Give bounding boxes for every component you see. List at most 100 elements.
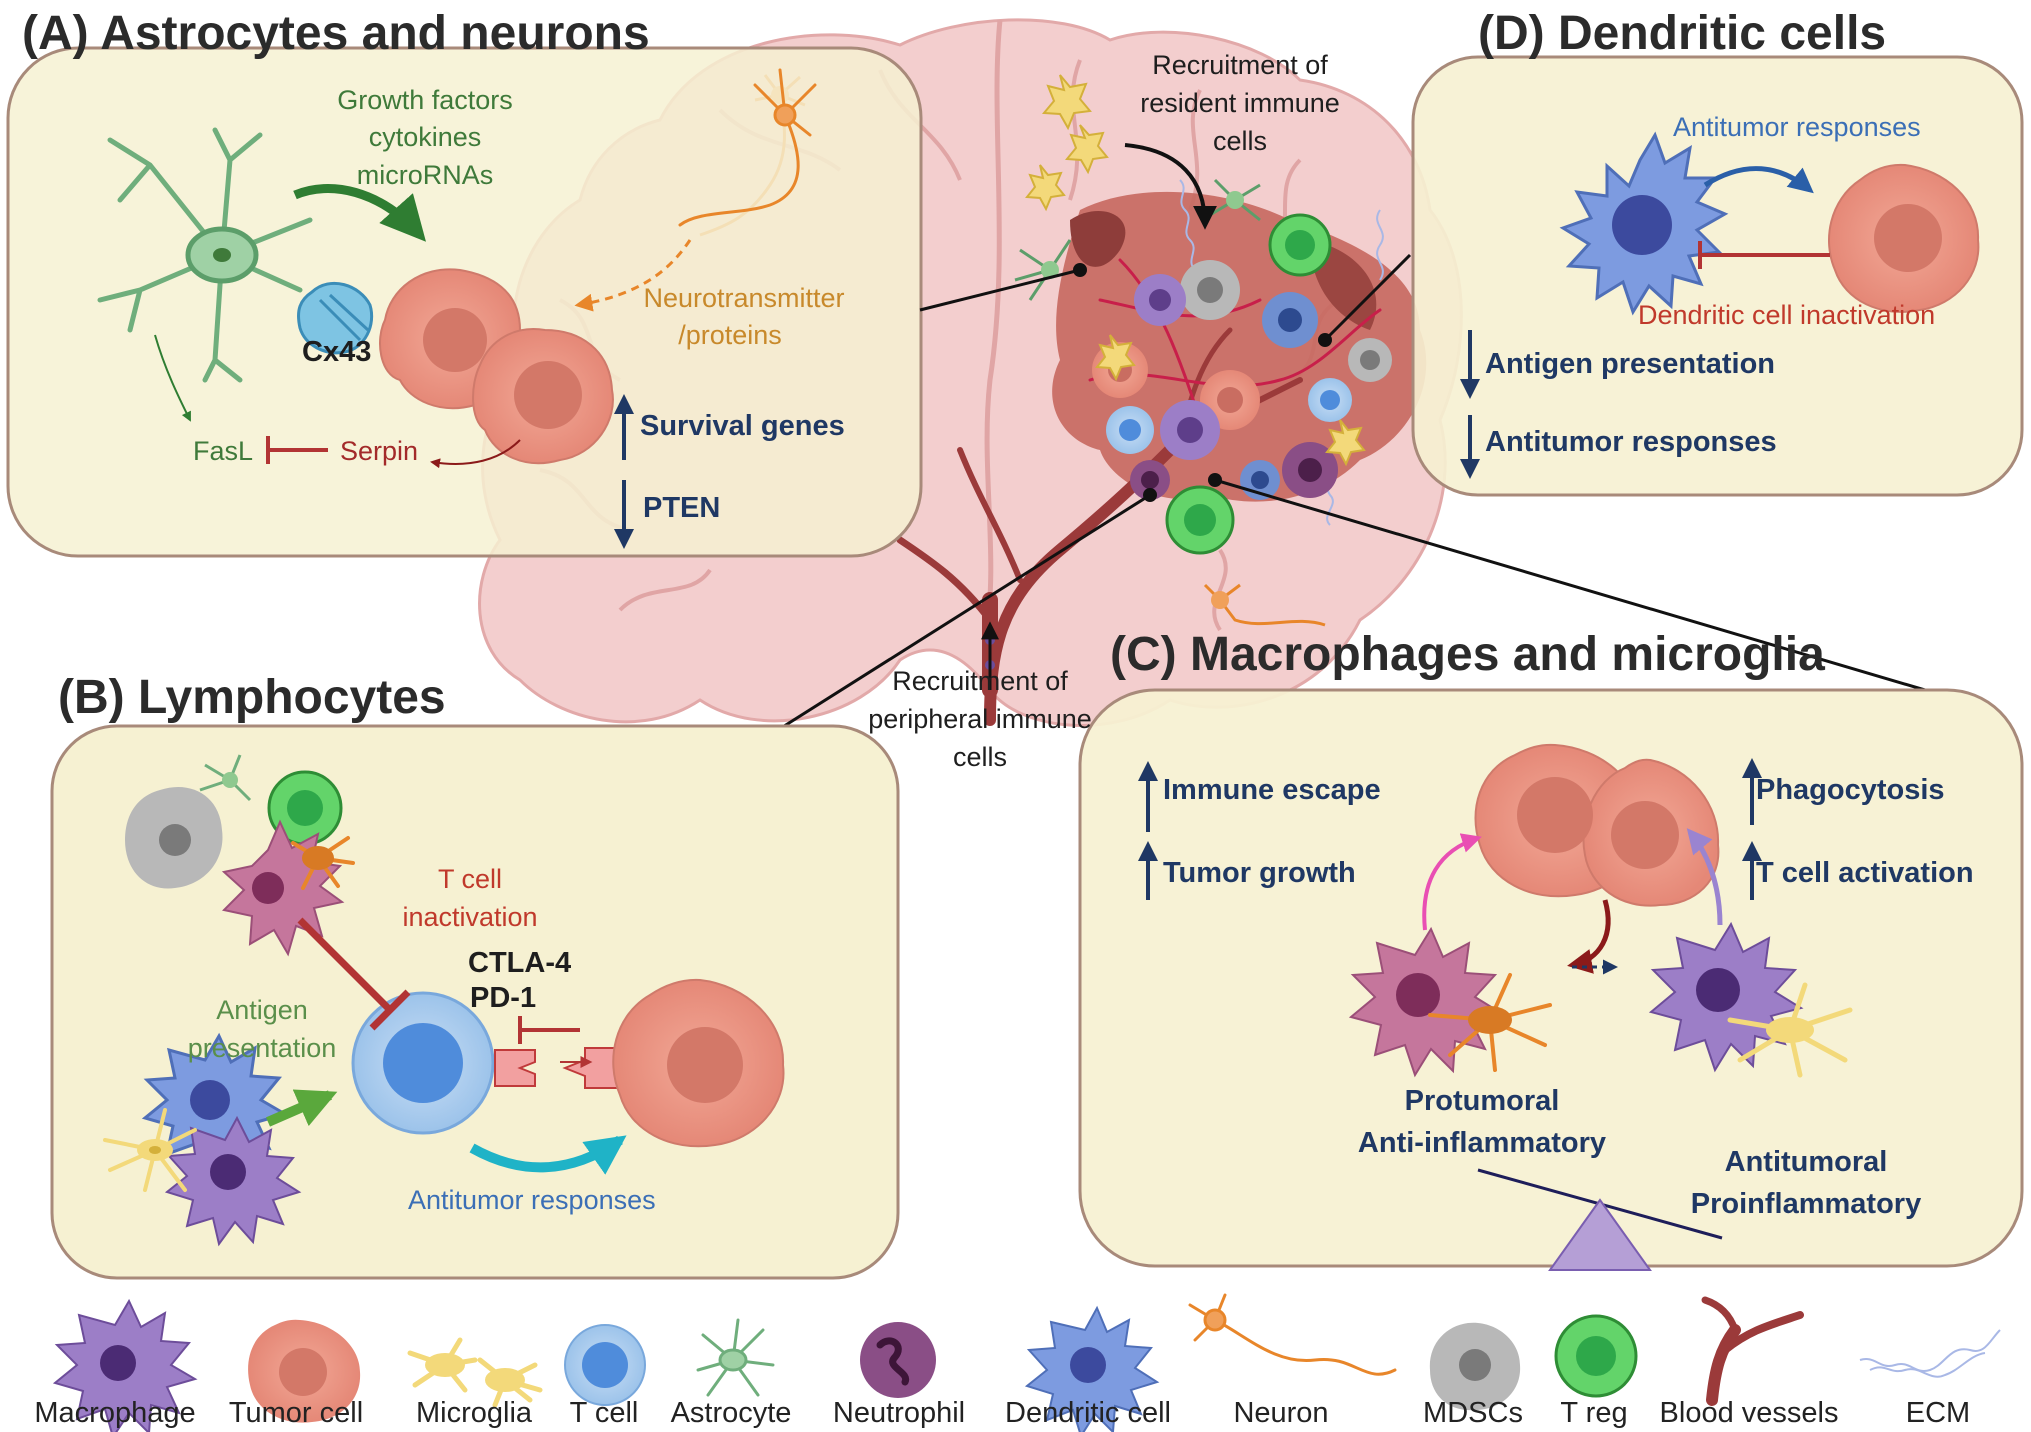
serpin-inhibits-fasl — [266, 436, 328, 464]
legend-label-tumor-cell: Tumor cell — [228, 1397, 364, 1429]
t-cell-b — [351, 991, 495, 1135]
d-antitumor-responses-label: Antitumor responses — [1485, 426, 1777, 458]
t-reg-icon — [1554, 1314, 1638, 1398]
phagocytosis-label: Phagocytosis — [1756, 774, 1945, 806]
legend-label-t-reg: T reg — [1560, 1397, 1628, 1429]
astrocyte-nucleus — [213, 248, 231, 262]
protumoral-label-2: Anti-inflammatory — [1357, 1127, 1607, 1159]
ctla4-label: CTLA-4 — [468, 947, 572, 979]
resident-recruitment-label-2: resident immune — [1140, 88, 1340, 118]
panel-connector-lines — [769, 253, 1926, 737]
neurotransmitter-label-2: /proteins — [678, 320, 782, 350]
checkpoint-inhibitor — [518, 1016, 580, 1044]
t-cell-activation-label: T cell activation — [1756, 857, 1974, 889]
connector-dot-c — [1208, 473, 1222, 487]
antitumoral-microglia — [1727, 982, 1853, 1078]
protumoral-microglia-body — [1468, 1006, 1512, 1034]
antigen-presenting-cell-cluster — [103, 1032, 302, 1247]
dc-inactivation-inhibitor — [1698, 241, 1830, 269]
panel-b-title: (B) Lymphocytes — [58, 671, 446, 724]
dendritic-cell-icon — [1024, 1305, 1160, 1432]
legend-label-microglia: Microglia — [415, 1397, 533, 1429]
legend-label-mdscs: MDSCs — [1423, 1397, 1523, 1429]
tumor-cell-d — [1828, 163, 1980, 313]
neurotransmitter-label-1: Neurotransmitter — [643, 283, 845, 313]
panel-d-dendritic-cells — [1411, 55, 2024, 497]
t-cell-inactivation-label-1: T cell — [437, 864, 503, 894]
panel-c-title: (C) Macrophages and microglia — [1110, 628, 1825, 681]
pten-label: PTEN — [643, 492, 721, 524]
growth-factors-label-3: microRNAs — [356, 160, 494, 190]
growth-factors-label-2: cytokines — [368, 122, 482, 152]
connector-dot-d — [1318, 333, 1332, 347]
antitumoral-microglia-body — [1766, 1017, 1814, 1043]
antigen-presentation-arrow — [266, 1089, 338, 1127]
antitumoral-label-2: Proinflammatory — [1690, 1188, 1922, 1220]
ecm-icon — [1859, 1329, 2001, 1378]
pd1-label: PD-1 — [470, 982, 537, 1014]
survival-genes-label: Survival genes — [640, 410, 845, 442]
resident-recruitment-arrow — [1124, 143, 1217, 230]
legend-label-ecm: ECM — [1905, 1397, 1971, 1429]
panel-a-astrocytes-neurons — [6, 46, 923, 558]
protumoral-microglia — [1428, 973, 1552, 1072]
peripheral-recruitment-label-2: peripheral immune — [868, 704, 1092, 734]
serpin-label: Serpin — [340, 436, 419, 466]
dc-antitumor-arrow — [1703, 166, 1814, 194]
tumor-cell-a2 — [472, 328, 614, 465]
connector-dot-b — [1143, 488, 1157, 502]
tumor-polarization-arrow — [1567, 899, 1611, 974]
panel-a-title: (A) Astrocytes and neurons — [22, 7, 650, 60]
tumor-cell-b — [612, 978, 785, 1148]
antitumoral-label-1: Antitumoral — [1724, 1146, 1888, 1178]
cx43-label: Cx43 — [302, 336, 372, 368]
immune-escape-label: Immune escape — [1163, 774, 1381, 806]
fasl-arrow — [154, 334, 191, 422]
panel-b-lymphocytes — [50, 724, 900, 1280]
connector-dot-a — [1073, 263, 1087, 277]
protumoral-to-tumor-arrow — [1422, 833, 1482, 931]
balance-fulcrum — [1548, 1198, 1652, 1271]
t-cell-inactivation-inhibitor — [297, 917, 411, 1031]
tumor-cell-icon — [248, 1319, 361, 1423]
neurotransmitter-arrow — [574, 239, 692, 312]
macrophage-icon — [52, 1298, 198, 1432]
b-antitumor-arrow — [469, 1135, 627, 1175]
cx43-channel-icon — [297, 281, 374, 355]
b-antigen-presentation-label-2: presentation — [187, 1033, 337, 1063]
b-antigen-presentation-label-1: Antigen — [216, 995, 308, 1025]
antitumoral-to-tumor-arrow — [1686, 828, 1723, 926]
panel-c-macrophages-microglia — [1078, 688, 2024, 1271]
fasl-label: FasL — [193, 436, 254, 466]
neuron-icon — [1188, 1293, 1397, 1376]
dendritic-cell-d — [1559, 131, 1729, 316]
pd1-receptor-icon — [494, 1049, 536, 1087]
legend-label-astrocyte: Astrocyte — [670, 1397, 792, 1429]
growth-factors-arrow — [293, 184, 426, 242]
legend-label-macrophage: Macrophage — [34, 1397, 196, 1429]
dc-inactivation-label: Dendritic cell inactivation — [1638, 300, 1936, 330]
d-antigen-presentation-label: Antigen presentation — [1485, 348, 1776, 380]
neutrophil-icon — [860, 1322, 936, 1398]
peripheral-recruitment-label-1: Recruitment of — [892, 666, 1068, 696]
growth-factors-label-1: Growth factors — [337, 85, 513, 115]
legend-label-neutrophil: Neutrophil — [832, 1397, 966, 1429]
resident-recruitment-label-3: cells — [1212, 126, 1268, 156]
d-antitumor-responses-top-label: Antitumor responses — [1673, 112, 1921, 142]
t-cell-icon — [564, 1324, 646, 1406]
protumoral-label-1: Protumoral — [1404, 1085, 1560, 1117]
blood-vessel-icon — [1701, 1296, 1804, 1406]
tumor-cell-c2 — [1582, 758, 1720, 907]
protumoral-macrophage — [1348, 926, 1504, 1078]
legend-label-t-cell: T cell — [569, 1397, 639, 1429]
astrocyte-icon — [696, 1318, 775, 1397]
legend-label-neuron: Neuron — [1233, 1397, 1329, 1429]
b-antitumor-responses-label: Antitumor responses — [408, 1185, 656, 1215]
peripheral-recruitment-label-3: cells — [952, 742, 1008, 772]
serpin-arrow — [430, 439, 521, 469]
neuron-cell — [678, 68, 817, 227]
microglia-icon-body-2 — [485, 1368, 525, 1392]
suppressor-cell-cluster — [125, 754, 355, 957]
legend-label-blood-vessels: Blood vessels — [1659, 1397, 1839, 1429]
